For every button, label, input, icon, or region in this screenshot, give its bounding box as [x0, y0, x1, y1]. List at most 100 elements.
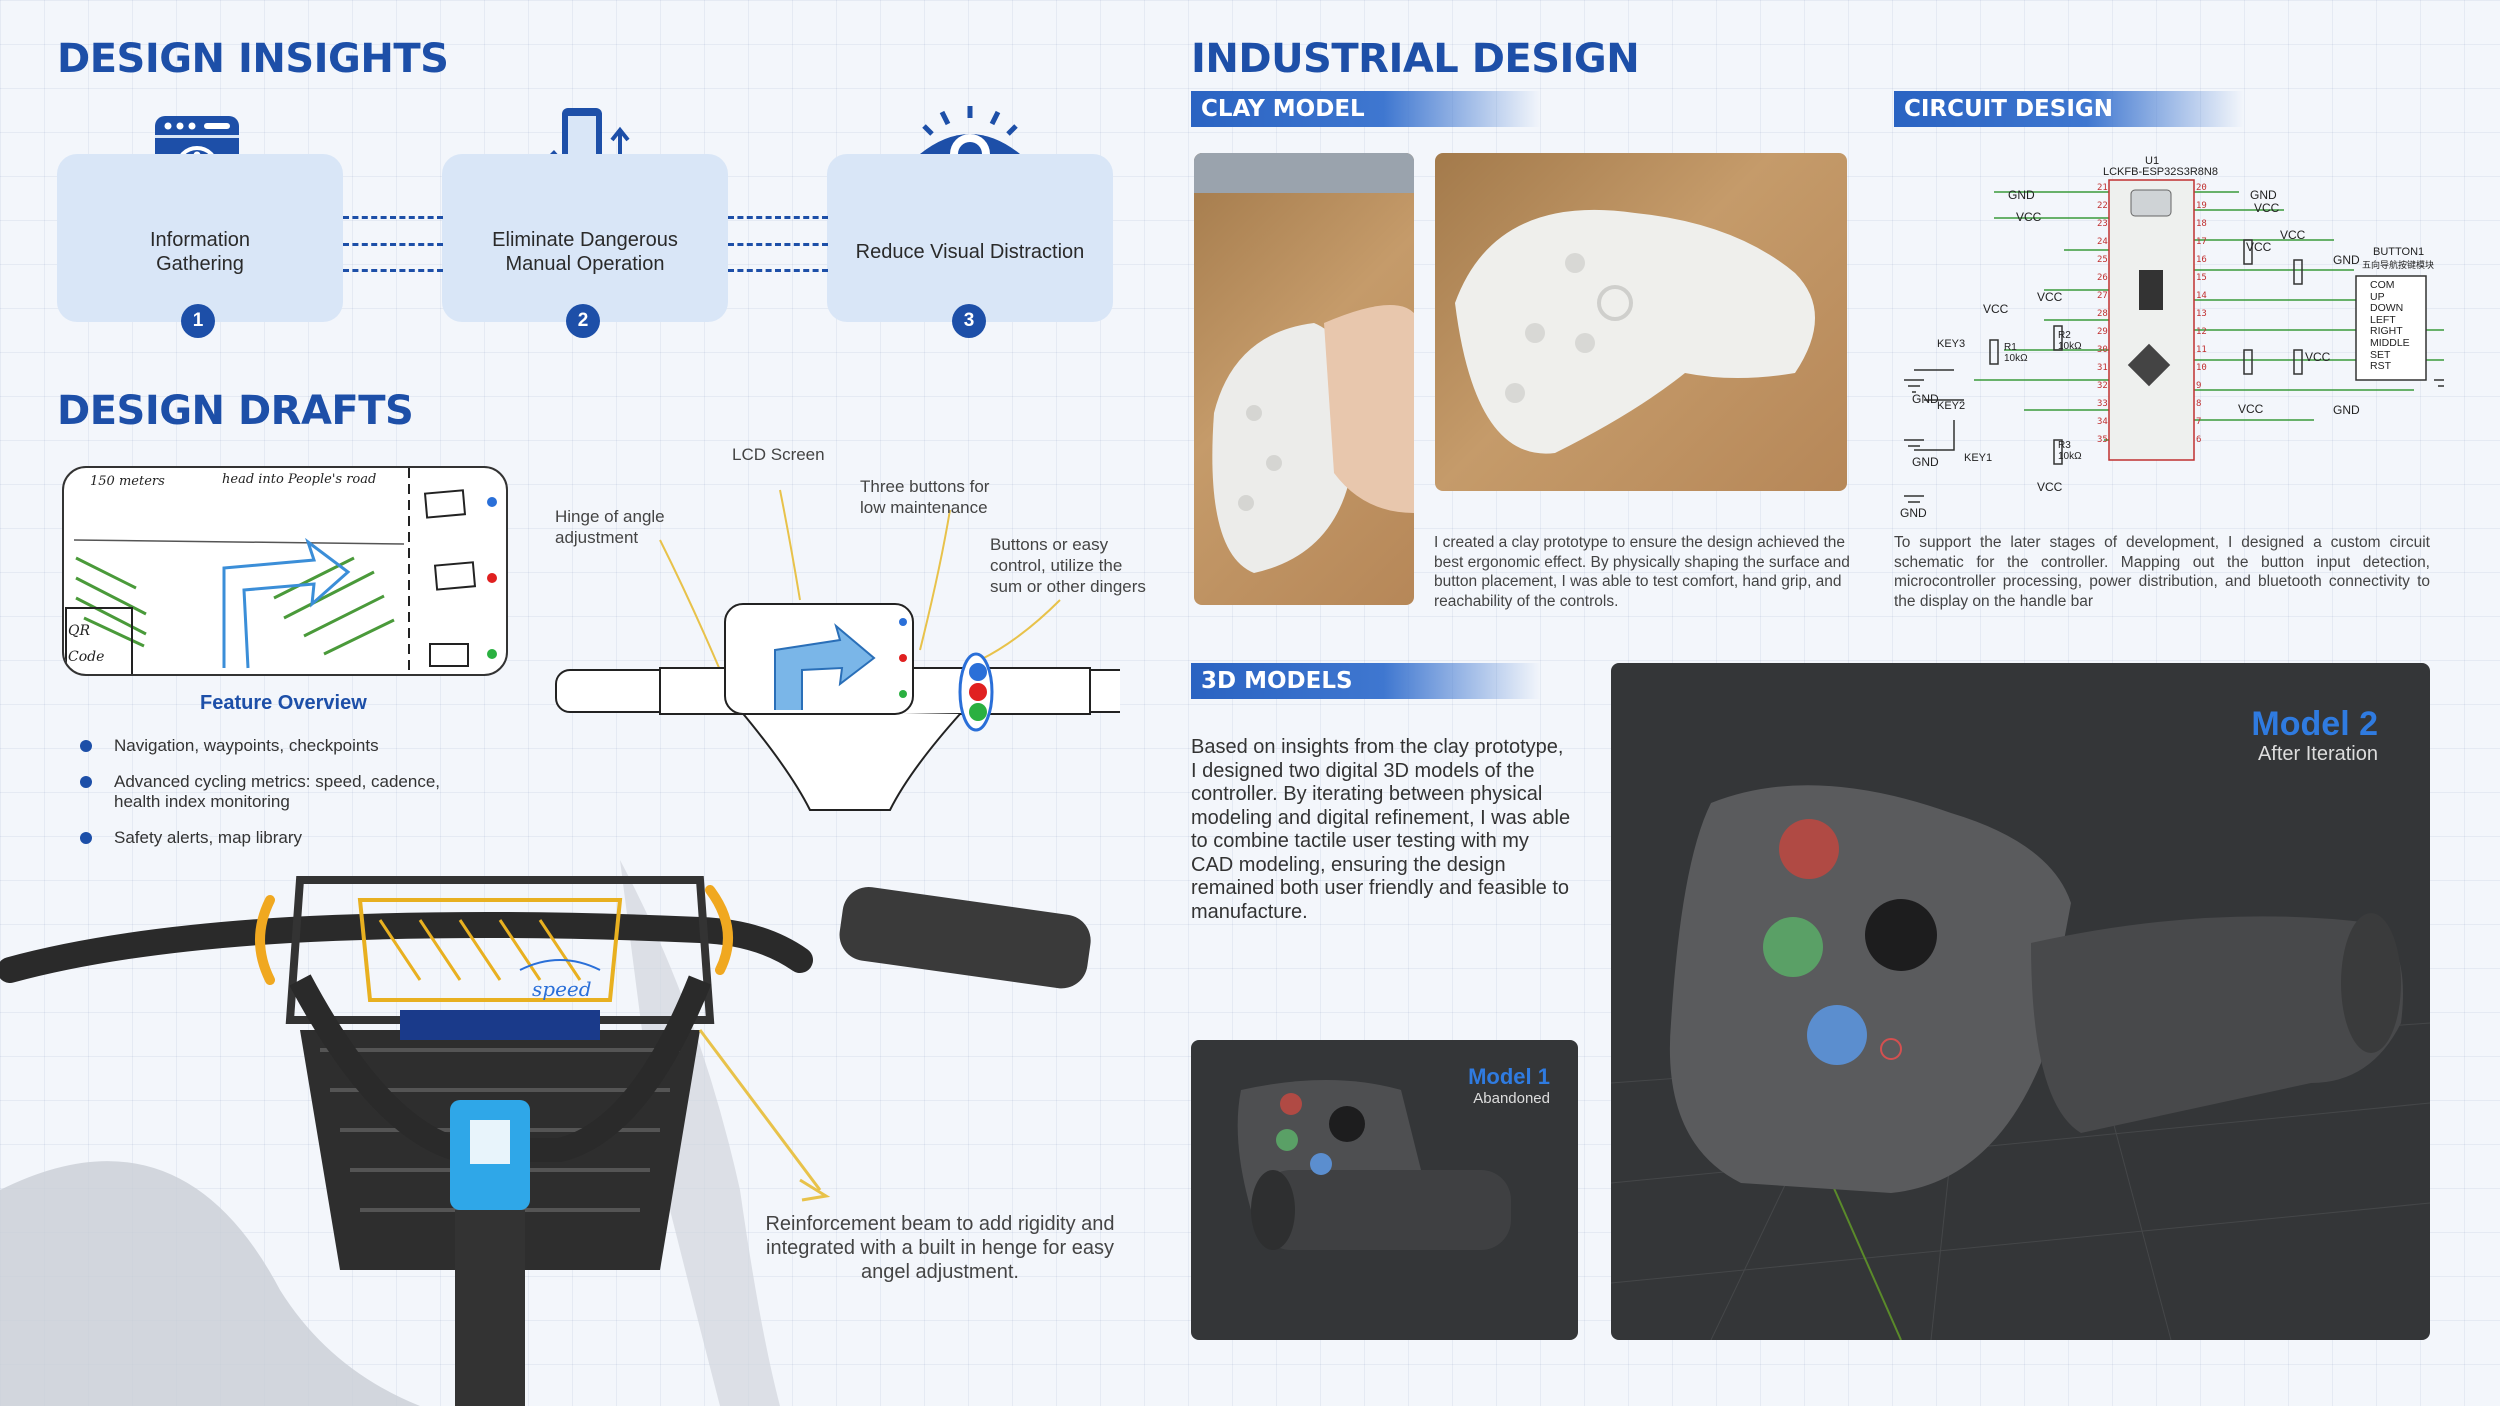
schematic-vcc: VCC	[2246, 240, 2272, 254]
connector-line	[728, 269, 828, 272]
svg-text:7: 7	[2196, 417, 2201, 427]
clay-prototype-drawing	[1455, 209, 1815, 454]
handlebar-sketch	[555, 489, 1120, 811]
list-item: Safety alerts, map library	[80, 828, 440, 848]
schematic-gnd: GND	[2333, 403, 2360, 417]
schematic-button-sub: 五向导航按键模块	[2362, 260, 2435, 270]
3d-models-ribbon: 3D MODELS	[1191, 663, 1541, 699]
svg-text:24: 24	[2097, 237, 2108, 247]
sketch-distance: 150 meters	[90, 474, 165, 489]
sketch-road: head into People's road	[222, 472, 377, 487]
circuit-design-ribbon: CIRCUIT DESIGN	[1894, 91, 2244, 127]
insight-label-3: Reduce Visual Distraction	[855, 241, 1085, 263]
insight-card-1: Information Gathering	[57, 154, 343, 322]
model-1-subtitle: Abandoned	[1473, 1090, 1550, 1107]
model-2-panel: Model 2 After Iteration	[1611, 663, 2430, 1340]
schematic-vcc: VCC	[2238, 402, 2264, 416]
insight-card-3: Reduce Visual Distraction	[827, 154, 1113, 322]
industrial-design-title: INDUSTRIAL DESIGN	[1191, 36, 1640, 82]
schematic-key3: KEY3	[1937, 338, 1966, 350]
schematic-vcc: VCC	[2016, 210, 2042, 224]
insight-label-1: Information Gathering	[149, 229, 251, 275]
connector-line	[343, 243, 443, 246]
pin-label: COM	[2370, 279, 2395, 291]
step-number-3: 3	[952, 304, 986, 338]
schematic-gnd: GND	[1912, 455, 1939, 469]
schematic-gnd: GND	[2250, 188, 2277, 202]
svg-text:16: 16	[2196, 255, 2207, 265]
schematic-r3: R3 10kΩ	[2058, 440, 2082, 462]
svg-text:8: 8	[2196, 399, 2201, 409]
sketch-qr: QR Code for setup	[68, 623, 105, 665]
model-1-title: Model 1	[1468, 1064, 1550, 1089]
schematic-vcc: VCC	[2305, 350, 2331, 364]
svg-text:27: 27	[2097, 291, 2108, 301]
annotation-buttons-easy: Buttons or easy control, utilize the sum…	[990, 535, 1146, 596]
list-item: Advanced cycling metrics: speed, cadence…	[80, 772, 440, 812]
sketch-speed: speed	[532, 977, 592, 1001]
schematic-vcc: VCC	[2037, 480, 2063, 494]
clay-photo-hand	[1194, 153, 1414, 605]
svg-text:15: 15	[2196, 273, 2207, 283]
bullet-icon	[80, 740, 92, 752]
svg-text:9: 9	[2196, 381, 2201, 391]
clay-hand-drawing	[1194, 153, 1414, 573]
circuit-description: To support the later stages of developme…	[1894, 534, 2430, 610]
svg-text:14: 14	[2196, 291, 2207, 301]
list-item: Navigation, waypoints, checkpoints	[80, 736, 440, 756]
annotation-hinge: Hinge of angle adjustment	[555, 507, 665, 547]
clay-photo-prototype	[1435, 153, 1847, 491]
pin-label: MIDDLE	[2370, 336, 2410, 349]
annotation-lcd: LCD Screen	[732, 445, 825, 464]
schematic-vcc: VCC	[2254, 201, 2280, 215]
svg-text:11: 11	[2196, 345, 2207, 355]
model-2-render	[1611, 785, 2430, 1340]
bike-photo: speed	[0, 860, 1091, 1406]
svg-text:22: 22	[2097, 201, 2108, 211]
clay-model-ribbon: CLAY MODEL	[1191, 91, 1541, 127]
model-2-subtitle: After Iteration	[2257, 743, 2378, 765]
schematic-button: BUTTON1	[2373, 246, 2425, 258]
model-1-render	[1237, 1080, 1511, 1250]
design-insights-title: DESIGN INSIGHTS	[57, 36, 449, 82]
svg-text:33: 33	[2097, 399, 2108, 409]
screen-sketch: 150 meters head into People's road QR Co…	[62, 466, 508, 676]
svg-text:29: 29	[2097, 327, 2108, 337]
svg-text:6: 6	[2196, 435, 2201, 445]
svg-text:18: 18	[2196, 219, 2207, 229]
feature-item: Advanced cycling metrics: speed, cadence…	[114, 772, 441, 811]
design-drafts-title: DESIGN DRAFTS	[57, 388, 414, 434]
step-number-1: 1	[181, 304, 215, 338]
feature-item: Safety alerts, map library	[114, 828, 303, 847]
schematic-pin-list: COM UP DOWN LEFT RIGHT MIDDLE SET RST	[2370, 279, 2410, 373]
svg-text:12: 12	[2196, 327, 2207, 337]
insight-label-2: Eliminate Dangerous Manual Operation	[492, 229, 678, 275]
svg-text:10: 10	[2196, 363, 2207, 373]
pin-label: RST	[2370, 360, 2391, 373]
svg-text:30: 30	[2097, 345, 2108, 355]
insight-card-2: Eliminate Dangerous Manual Operation	[442, 154, 728, 322]
step-number-2: 2	[566, 304, 600, 338]
svg-text:23: 23	[2097, 219, 2108, 229]
connector-line	[728, 243, 828, 246]
svg-text:35: 35	[2097, 435, 2108, 445]
sketch-drawing	[65, 468, 497, 674]
model-1-panel: Model 1 Abandoned	[1191, 1040, 1578, 1340]
schematic-key2: KEY2	[1937, 400, 1966, 412]
pin-label: LEFT	[2370, 313, 2396, 326]
pin-label: RIGHT	[2370, 325, 2403, 338]
feature-overview-title: Feature Overview	[200, 692, 367, 714]
schematic-chip: LCKFB-ESP32S3R8N8	[2103, 166, 2218, 178]
schematic-r1: R1 10kΩ	[2004, 342, 2028, 364]
svg-text:31: 31	[2097, 363, 2108, 373]
pin-label: DOWN	[2370, 302, 2404, 315]
schematic-gnd: GND	[2333, 253, 2360, 267]
svg-text:26: 26	[2097, 273, 2108, 283]
pin-label: SET	[2370, 348, 2391, 361]
svg-text:21: 21	[2097, 183, 2108, 193]
svg-text:25: 25	[2097, 255, 2108, 265]
annotation-three-buttons: Three buttons for low maintenance	[860, 477, 990, 517]
schematic-vcc: VCC	[2037, 290, 2063, 304]
svg-text:34: 34	[2097, 417, 2108, 427]
